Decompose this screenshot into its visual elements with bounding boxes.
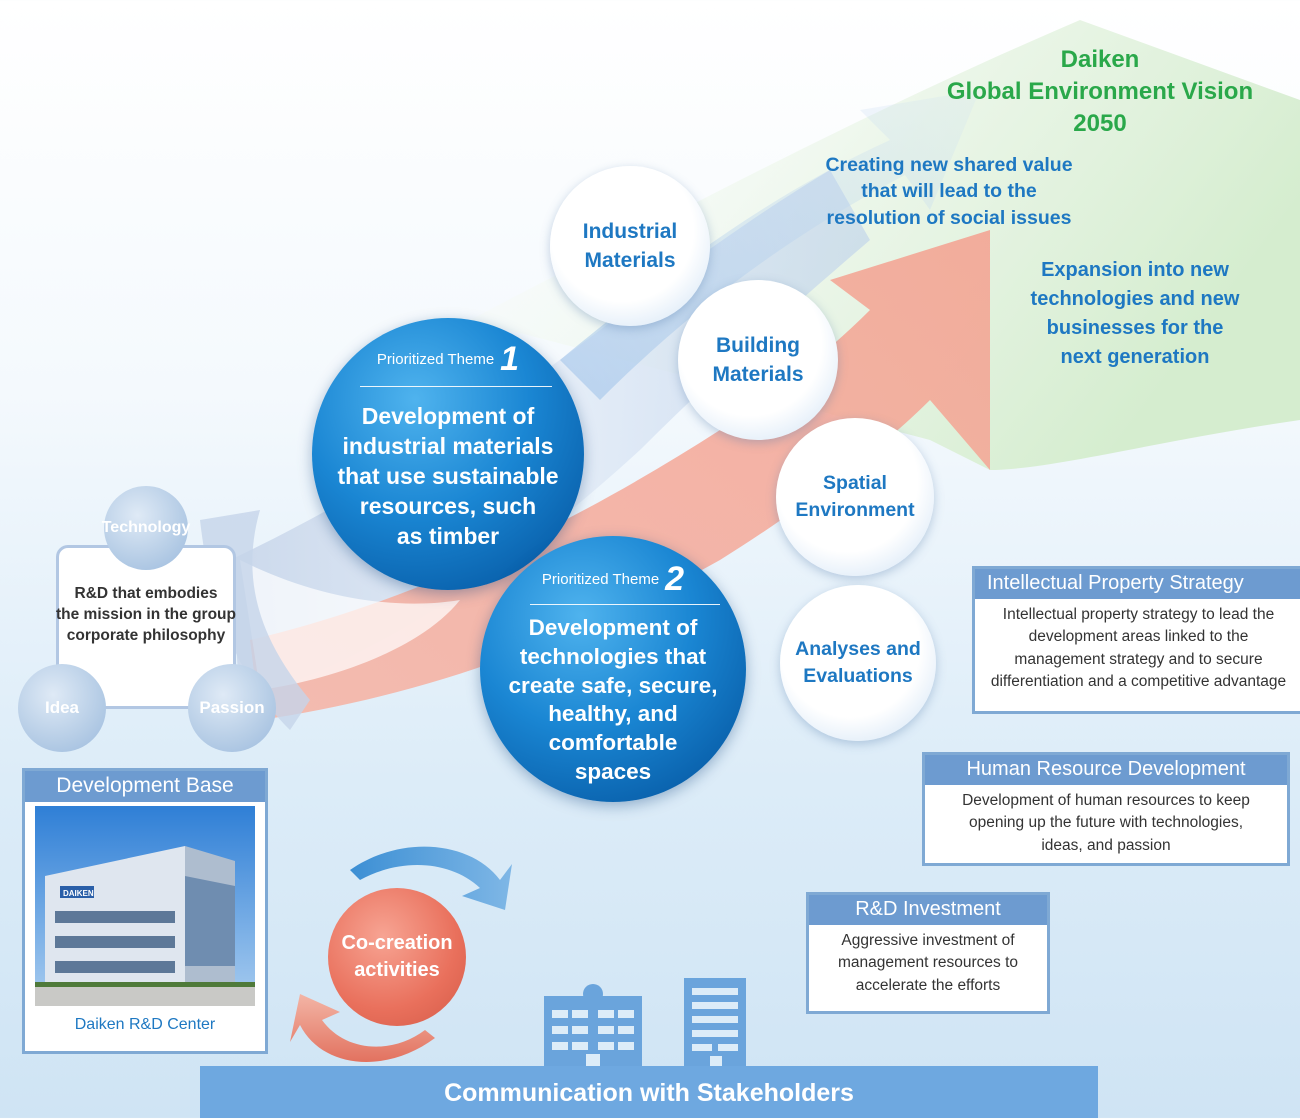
expansion-line3: businesses for the xyxy=(1046,317,1224,339)
theme1-line2: industrial materials xyxy=(342,432,554,459)
shared-value-line2: that will lead to the xyxy=(861,180,1037,203)
mission-passion: Passion xyxy=(188,664,276,752)
stakeholder-buildings-icon xyxy=(544,978,746,1070)
expansion-text: Expansion into new technologies and new … xyxy=(990,256,1280,372)
hr-line3: ideas, and passion xyxy=(1041,836,1171,854)
ip-strategy-title: Intellectual Property Strategy xyxy=(975,569,1300,599)
analyses-line1: Analyses and xyxy=(795,637,921,660)
spatial-line1: Spatial xyxy=(823,471,887,494)
mission-passion-label: Passion xyxy=(199,698,265,717)
ip-strategy-panel: Intellectual Property Strategy Intellect… xyxy=(972,566,1300,714)
theme2-divider xyxy=(530,604,720,605)
vision-title-line3: 2050 xyxy=(1073,109,1127,137)
building-line1: Building xyxy=(716,333,800,357)
hr-development-panel: Human Resource Development Development o… xyxy=(922,752,1290,866)
development-base-title: Development Base xyxy=(25,771,265,802)
rd-line3: accelerate the efforts xyxy=(855,976,1001,994)
stakeholders-label: Communication with Stakeholders xyxy=(444,1079,854,1107)
expansion-line2: technologies and new xyxy=(1030,288,1240,310)
theme2-line5: comfortable xyxy=(548,730,678,756)
rd-investment-title: R&D Investment xyxy=(809,895,1047,925)
shared-value-text: Creating new shared value that will lead… xyxy=(790,152,1108,231)
vision-title-line1: Daiken xyxy=(1060,46,1140,73)
domain-industrial-materials: Industrial Materials xyxy=(550,166,710,326)
building-sign: DAIKEN xyxy=(63,889,94,898)
building-line2: Materials xyxy=(712,363,804,386)
domain-building-materials: Building Materials xyxy=(678,280,838,440)
hr-development-title: Human Resource Development xyxy=(925,755,1287,785)
rd-line2: management resources to xyxy=(837,954,1019,972)
mission-line1: R&D that embodies xyxy=(74,585,218,602)
industrial-line2: Materials xyxy=(584,249,676,272)
theme1-line5: as timber xyxy=(396,522,500,549)
co-creation-line1: Co-creation xyxy=(341,932,453,954)
rd-investment-body: Aggressive investment of management reso… xyxy=(809,925,1047,1003)
theme2-line6: spaces xyxy=(574,758,652,784)
theme1-line1: Development of xyxy=(361,403,535,429)
spatial-line2: Environment xyxy=(795,499,915,521)
expansion-line1: Expansion into new xyxy=(1041,259,1229,281)
mission-line2: the mission in the group xyxy=(56,605,236,623)
ip-line3: management strategy and to secure xyxy=(1014,650,1263,668)
hr-line1: Development of human resources to keep xyxy=(962,792,1250,809)
shared-value-line1: Creating new shared value xyxy=(825,154,1073,176)
theme1-number: 1 xyxy=(500,340,520,378)
ip-line4: differentiation and a competitive advant… xyxy=(990,673,1287,691)
mission-idea-label: Idea xyxy=(44,698,80,717)
theme2-line1: Development of xyxy=(528,615,698,640)
development-base-caption: Daiken R&D Center xyxy=(74,1016,216,1033)
stakeholders-bar: Communication with Stakeholders xyxy=(200,1066,1098,1118)
theme2-line4: healthy, and xyxy=(548,701,678,727)
analyses-line2: Evaluations xyxy=(803,665,913,687)
theme2-line3: create safe, secure, xyxy=(508,672,718,698)
ip-line2: development areas linked to the xyxy=(1028,628,1249,646)
mission-idea: Idea xyxy=(18,664,106,752)
theme2-number: 2 xyxy=(665,560,685,598)
theme1-divider xyxy=(360,386,552,387)
vision-title-line2: Global Environment Vision xyxy=(946,77,1254,105)
hr-line2: opening up the future with technologies, xyxy=(968,814,1244,832)
development-base-panel: Development Base DAIKEN Daiken R&D Cente… xyxy=(22,768,268,1054)
theme2-line2: technologies that xyxy=(519,643,707,669)
mission-technology-label: Technology xyxy=(101,519,191,536)
domain-analyses-evaluations: Analyses and Evaluations xyxy=(780,585,936,741)
theme1-line4: resources, such xyxy=(359,492,537,519)
theme1-text: Development of industrial materials that… xyxy=(312,402,584,551)
shared-value-line3: resolution of social issues xyxy=(826,206,1072,229)
mission-line3: corporate philosophy xyxy=(66,626,226,644)
theme2-text: Development of technologies that create … xyxy=(480,614,746,787)
mission-text: R&D that embodies the mission in the gro… xyxy=(30,584,262,647)
theme1-line3: that use sustainable xyxy=(337,462,559,489)
co-creation-circle: Co-creation activities xyxy=(328,888,466,1026)
rd-investment-panel: R&D Investment Aggressive investment of … xyxy=(806,892,1050,1014)
expansion-line4: next generation xyxy=(1060,346,1210,368)
ip-strategy-body: Intellectual property strategy to lead t… xyxy=(975,599,1300,700)
ip-line1: Intellectual property strategy to lead t… xyxy=(1002,606,1275,623)
co-creation-line2: activities xyxy=(354,959,440,981)
rd-center-photo: DAIKEN xyxy=(35,806,255,1006)
industrial-line1: Industrial xyxy=(582,219,678,243)
hr-development-body: Development of human resources to keep o… xyxy=(925,785,1287,863)
rd-line1: Aggressive investment of xyxy=(841,932,1015,949)
mission-technology: Technology xyxy=(101,486,191,570)
vision-title: Daiken Global Environment Vision 2050 xyxy=(900,44,1300,140)
domain-spatial-environment: Spatial Environment xyxy=(776,418,934,576)
